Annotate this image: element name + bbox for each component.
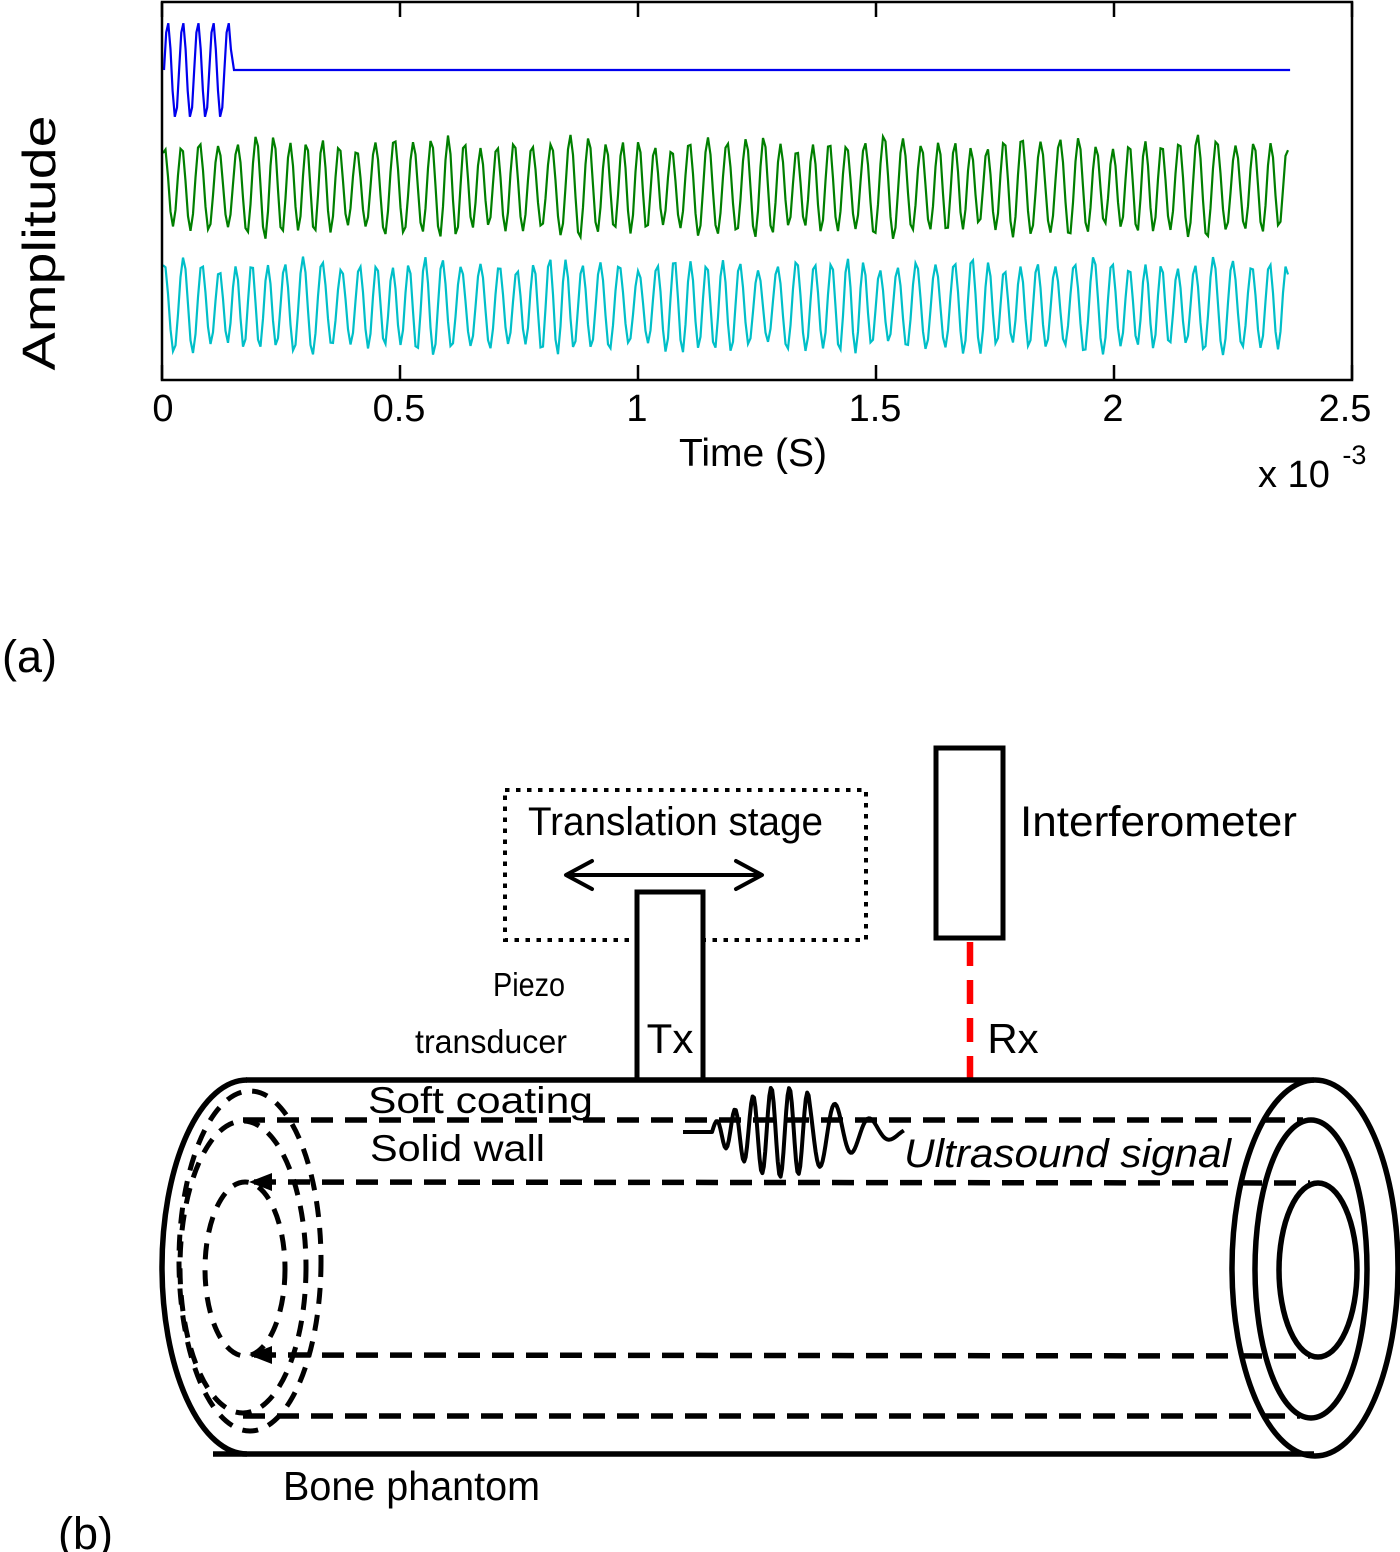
panel-b-label: (b) — [58, 1508, 113, 1552]
rx-label: Rx — [987, 1015, 1038, 1062]
bone-phantom-cylinder — [159, 1077, 1400, 1459]
waveform-received-signal-2 — [162, 256, 1290, 356]
x-axis-multiplier: x 10 -3 — [1258, 440, 1366, 496]
interferometer-label: Interferometer — [1020, 798, 1297, 846]
axis-ticks — [160, 2, 1354, 380]
x-tick-05: 0.5 — [373, 388, 426, 430]
bone-phantom-label: Bone phantom — [283, 1463, 540, 1509]
translation-stage-label: Translation stage — [528, 800, 823, 844]
solid-wall-label: Solid wall — [370, 1128, 545, 1169]
bore-top-line — [253, 1179, 1311, 1186]
multiplier-prefix: x 10 — [1258, 454, 1330, 496]
tx-transducer-box — [634, 889, 706, 1083]
x-tick-1: 1 — [626, 388, 647, 430]
plot-box — [160, 0, 1354, 382]
x-tick-25: 2.5 — [1319, 388, 1372, 430]
bore-top-arrowhead-icon — [249, 1173, 272, 1191]
ultrasound-wavelet-layer — [683, 1086, 905, 1179]
soft-coating-label: Soft coating — [368, 1080, 593, 1121]
interferometer-box — [933, 745, 1006, 941]
x-tick-2: 2 — [1102, 388, 1123, 430]
tx-label: Tx — [647, 1015, 694, 1062]
translation-double-arrow-icon — [564, 859, 764, 891]
waveform-layer — [162, 22, 1291, 356]
ultrasound-wavelet — [683, 1086, 905, 1179]
x-axis-label: Time (S) — [679, 432, 827, 475]
right-end-rims — [1229, 1077, 1400, 1459]
x-tick-15: 1.5 — [849, 388, 902, 430]
y-axis-label: Amplitude — [13, 115, 65, 370]
ultrasound-signal-label: Ultrasound signal — [904, 1132, 1232, 1176]
bore-bottom-arrowhead-icon — [249, 1346, 272, 1364]
panel-a-chart: 0 0.5 1 1.5 2 2.5 Time (S) Amplitude x 1… — [2, 0, 1371, 682]
x-tick-0: 0 — [152, 388, 173, 430]
multiplier-exponent: -3 — [1342, 440, 1366, 470]
left-end-outer-arc — [159, 1077, 248, 1457]
piezo-label-line2: transducer — [415, 1023, 567, 1060]
translation-stage-box — [503, 788, 868, 942]
x-tick-labels: 0 0.5 1 1.5 2 2.5 — [152, 388, 1371, 430]
panel-a-label: (a) — [2, 631, 57, 682]
panel-b-diagram: Translation stage Interferometer Piezo t… — [58, 745, 1400, 1552]
piezo-label-line1: Piezo — [493, 966, 565, 1003]
left-end-dashed-rims — [176, 1088, 324, 1434]
waveform-received-signal-1 — [162, 132, 1290, 241]
waveform-excitation-tone-burst — [162, 22, 1291, 118]
bore-bottom-line — [253, 1352, 1311, 1359]
